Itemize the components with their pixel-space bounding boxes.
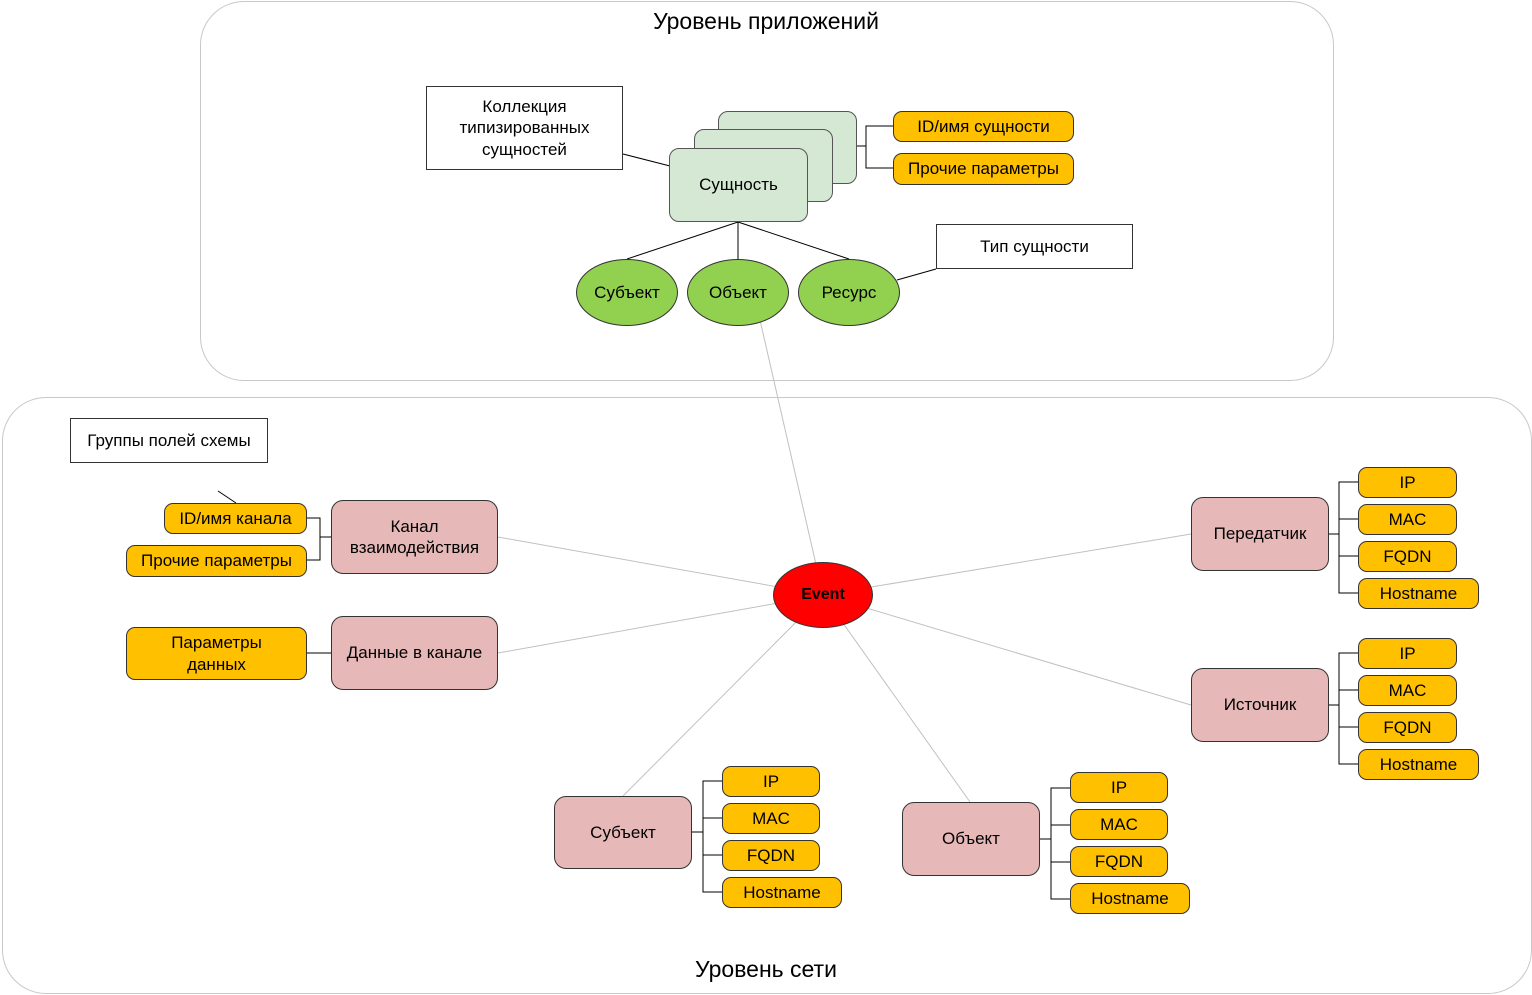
- entity-node: Сущность: [669, 148, 808, 222]
- type-subject: Субъект: [576, 259, 678, 326]
- subject-hostname: Hostname: [722, 877, 842, 908]
- type-resource: Ресурс: [798, 259, 900, 326]
- object-hostname: Hostname: [1070, 883, 1190, 914]
- channel-data-params: Параметры данных: [126, 627, 307, 680]
- source-hostname: Hostname: [1358, 749, 1479, 780]
- channel-other-params: Прочие параметры: [126, 545, 307, 577]
- object-ip: IP: [1070, 772, 1168, 803]
- subject-node: Субъект: [554, 796, 692, 869]
- source-node: Источник: [1191, 668, 1329, 742]
- entity-type-note: Тип сущности: [936, 224, 1133, 269]
- event-node: Event: [773, 562, 873, 628]
- subject-ip: IP: [722, 766, 820, 797]
- source-ip: IP: [1358, 638, 1457, 669]
- source-mac: MAC: [1358, 675, 1457, 706]
- collection-note: Коллекция типизированных сущностей: [426, 86, 623, 170]
- entity-other-params: Прочие параметры: [893, 153, 1074, 185]
- schema-groups-note: Группы полей схемы: [70, 418, 268, 463]
- source-fqdn: FQDN: [1358, 712, 1457, 743]
- object-mac: MAC: [1070, 809, 1168, 840]
- entity-id-param: ID/имя сущности: [893, 111, 1074, 142]
- sender-mac: MAC: [1358, 504, 1457, 535]
- application-layer-title: Уровень приложений: [653, 8, 879, 34]
- sender-ip: IP: [1358, 467, 1457, 498]
- channel-data-node: Данные в канале: [331, 616, 498, 690]
- sender-node: Передатчик: [1191, 497, 1329, 571]
- type-object: Объект: [687, 259, 789, 326]
- network-layer-title: Уровень сети: [695, 956, 837, 982]
- channel-id-param: ID/имя канала: [164, 503, 307, 534]
- sender-hostname: Hostname: [1358, 578, 1479, 609]
- sender-fqdn: FQDN: [1358, 541, 1457, 572]
- subject-fqdn: FQDN: [722, 840, 820, 871]
- subject-mac: MAC: [722, 803, 820, 834]
- channel-node: Канал взаимодействия: [331, 500, 498, 574]
- object-fqdn: FQDN: [1070, 846, 1168, 877]
- object-node: Объект: [902, 802, 1040, 876]
